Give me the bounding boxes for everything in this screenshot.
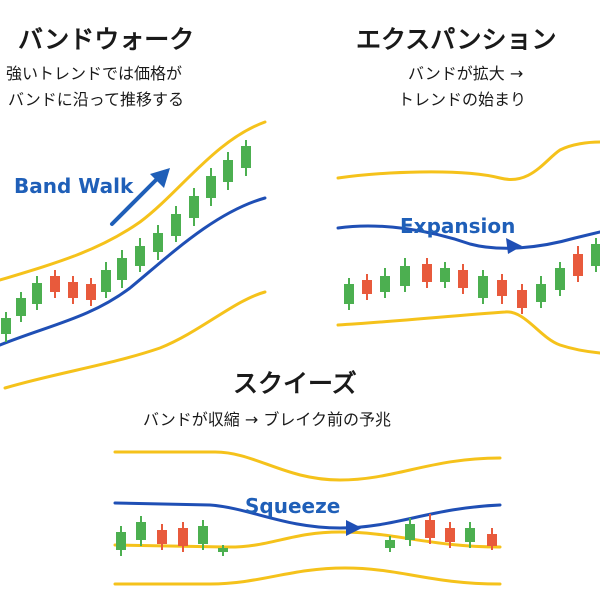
squeeze-candle bbox=[218, 545, 228, 556]
band-walk-lower-band bbox=[3, 290, 267, 390]
band-walk-candle bbox=[50, 270, 60, 298]
expansion-middle-band bbox=[336, 224, 600, 250]
squeeze-candle bbox=[465, 522, 475, 548]
squeeze-candle bbox=[178, 522, 188, 552]
expansion-upper-band bbox=[336, 140, 600, 181]
band-walk-candle bbox=[153, 225, 163, 260]
band-walk-candle bbox=[135, 238, 145, 272]
squeeze-candle bbox=[198, 520, 208, 550]
expansion-candle bbox=[517, 284, 527, 314]
expansion-lower-band bbox=[336, 310, 600, 355]
squeeze-candle bbox=[487, 528, 497, 550]
band-walk-candle bbox=[32, 276, 42, 310]
band-walk-arrowhead bbox=[150, 168, 170, 188]
squeeze-middle-band bbox=[113, 501, 502, 530]
expansion-desc-line1: バンドが拡大 → bbox=[408, 64, 524, 83]
expansion-candle bbox=[400, 258, 410, 292]
expansion-arrowhead bbox=[506, 238, 522, 254]
expansion-candle bbox=[591, 238, 600, 272]
band-walk-candle bbox=[68, 276, 78, 304]
squeeze-title: スクイーズ bbox=[233, 369, 357, 398]
expansion-candle bbox=[497, 274, 507, 304]
squeeze-label: Squeeze bbox=[245, 494, 341, 518]
band-walk-candle bbox=[16, 292, 26, 322]
expansion-candle bbox=[573, 246, 583, 282]
band-walk-candle bbox=[86, 278, 96, 306]
expansion-candle bbox=[380, 268, 390, 298]
band-walk-candle bbox=[206, 168, 216, 206]
expansion-label: Expansion bbox=[400, 214, 516, 238]
expansion-candle bbox=[555, 262, 565, 296]
squeeze-bottom-band bbox=[113, 566, 502, 586]
band-walk-candle bbox=[101, 262, 111, 298]
band-walk-candle bbox=[189, 188, 199, 226]
band-walk-candle bbox=[117, 250, 127, 288]
squeeze-desc: バンドが収縮 → ブレイク前の予兆 bbox=[143, 410, 392, 429]
squeeze-upper-band bbox=[113, 450, 502, 482]
expansion-desc-line2: トレンドの始まり bbox=[398, 90, 527, 109]
band-walk-candle bbox=[223, 152, 233, 190]
band-walk-desc-line1: 強いトレンドでは価格が bbox=[6, 64, 183, 83]
band-walk-arrow bbox=[110, 178, 158, 226]
expansion-candle bbox=[422, 258, 432, 288]
band-walk-candle bbox=[171, 206, 181, 242]
expansion-candle bbox=[440, 262, 450, 288]
band-walk-middle-band bbox=[0, 196, 267, 347]
squeeze-candle bbox=[157, 524, 167, 550]
squeeze-lower-band bbox=[113, 530, 502, 549]
band-walk-candle bbox=[241, 140, 251, 176]
band-walk-candle bbox=[1, 312, 11, 342]
expansion-candle bbox=[536, 276, 546, 308]
squeeze-arrowhead bbox=[346, 520, 362, 536]
squeeze-candle bbox=[405, 518, 415, 546]
squeeze-candle bbox=[136, 516, 146, 546]
band-walk-label: Band Walk bbox=[14, 174, 134, 198]
expansion-candle bbox=[458, 264, 468, 294]
expansion-title: エクスパンション bbox=[356, 25, 557, 54]
band-walk-upper-band bbox=[0, 120, 267, 282]
expansion-candle bbox=[362, 274, 372, 300]
expansion-candle bbox=[478, 270, 488, 304]
band-walk-title: バンドウォーク bbox=[18, 25, 195, 54]
squeeze-candle bbox=[425, 514, 435, 544]
squeeze-candle bbox=[385, 536, 395, 552]
squeeze-candle bbox=[445, 522, 455, 548]
band-walk-desc-line2: バンドに沿って推移する bbox=[8, 90, 185, 109]
squeeze-candle bbox=[116, 526, 126, 556]
expansion-candle bbox=[344, 278, 354, 310]
